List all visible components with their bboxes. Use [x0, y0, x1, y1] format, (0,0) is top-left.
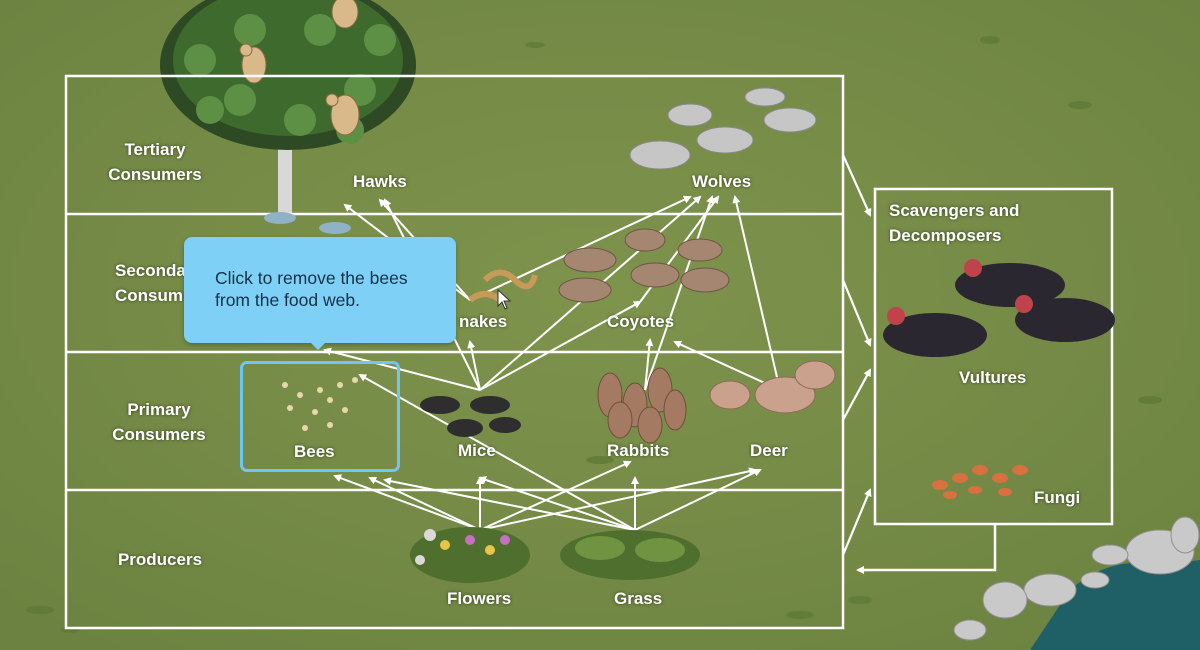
tooltip-text: Click to remove the bees from the food w… [215, 268, 408, 310]
tooltip-pointer [311, 343, 325, 350]
organism-flowers[interactable]: Flowers [447, 589, 512, 608]
scavengers-box-title: Scavengers and Decomposers [889, 198, 1019, 248]
bees-highlight-box[interactable]: Bees [240, 361, 400, 472]
level-label-primary: Primary Consumers [104, 397, 214, 447]
level-label-tertiary: Tertiary Consumers [100, 137, 210, 187]
vulture-icon [883, 259, 1115, 357]
organism-snakes[interactable]: nakes [459, 312, 508, 331]
organism-wolves[interactable]: Wolves [692, 172, 752, 191]
pond [1030, 560, 1200, 650]
rocks [953, 516, 1200, 641]
scavengers-title-line: Decomposers [889, 226, 1002, 245]
bird-icon [264, 212, 351, 234]
organism-coyotes[interactable]: Coyotes [607, 312, 675, 331]
organism-rabbits[interactable]: Rabbits [607, 441, 670, 460]
flower-icon [410, 527, 530, 583]
mushroom-icon [932, 465, 1028, 499]
organism-mice[interactable]: Mice [458, 441, 496, 460]
organism-fungi[interactable]: Fungi [1034, 488, 1081, 507]
rabbit-icon [597, 367, 687, 444]
organism-grass[interactable]: Grass [614, 589, 663, 608]
deer-icon [709, 360, 836, 414]
level-label-line: Consumers [108, 165, 202, 184]
level-label-line: Consum [115, 286, 183, 305]
scavenger-arrows [841, 154, 872, 574]
food-web-grid [64, 74, 1114, 630]
instruction-tooltip: Click to remove the bees from the food w… [184, 237, 456, 343]
level-label-line: Tertiary [124, 140, 186, 159]
mouse-icon [420, 396, 521, 437]
snake-icon [468, 269, 538, 303]
organism-vultures[interactable]: Vultures [959, 368, 1027, 387]
grass-icon [560, 530, 700, 580]
organism-bees[interactable]: Bees [294, 442, 335, 461]
level-label-line: Producers [117, 550, 203, 569]
organism-hawks[interactable]: Hawks [353, 172, 407, 191]
scavengers-title-line: Scavengers and [889, 201, 1020, 220]
level-label-line: Seconda [115, 261, 186, 280]
organism-deer[interactable]: Deer [750, 441, 788, 460]
level-label-line: Primary [127, 400, 191, 419]
cursor-icon [497, 288, 512, 310]
wolf-icon [629, 87, 817, 170]
bee-icon [282, 377, 358, 431]
level-label-secondary: Seconda Consum [100, 258, 210, 308]
coyote-icon [558, 228, 730, 303]
level-label-producers: Producers [105, 547, 215, 572]
level-label-line: Consumers [112, 425, 206, 444]
hawk-icon [239, 0, 360, 136]
